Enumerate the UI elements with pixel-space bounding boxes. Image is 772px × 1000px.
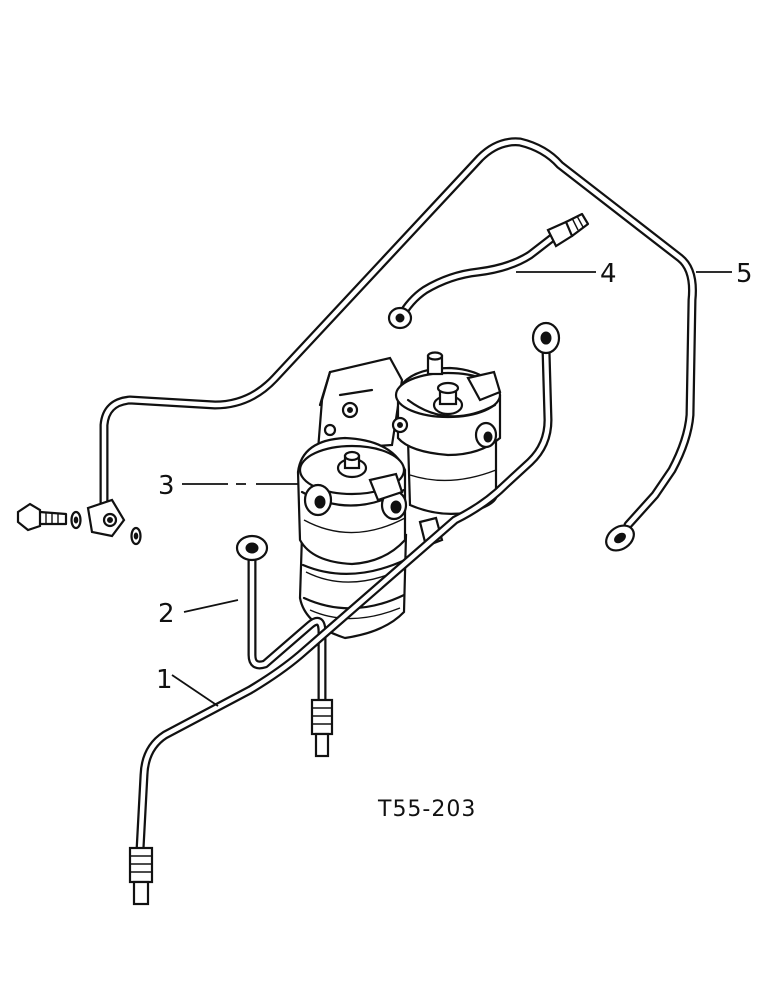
callout-5: 5 <box>736 259 753 289</box>
callout-3: 3 <box>158 471 175 501</box>
reference-code: T55-203 <box>377 797 476 822</box>
callout-2: 2 <box>158 599 175 629</box>
leader-1 <box>171 674 219 707</box>
callout-4: 4 <box>600 259 617 289</box>
pipe-2 <box>235 534 334 758</box>
sealing-washer-right <box>130 526 142 546</box>
banjo-bolt <box>16 502 68 532</box>
pipe-5-left-banjo <box>86 498 126 538</box>
callouts: 1 2 3 4 5 <box>156 259 753 695</box>
pipe-4 <box>387 212 590 330</box>
leader-lines <box>171 271 732 707</box>
sealing-washer-left <box>70 510 82 530</box>
pipe-1 <box>128 321 561 906</box>
callout-1: 1 <box>156 665 173 695</box>
pipe-5 <box>99 137 697 530</box>
pipe-5-right-banjo <box>605 524 635 552</box>
fuel-filter-assembly <box>296 351 502 640</box>
leader-2 <box>183 599 239 613</box>
